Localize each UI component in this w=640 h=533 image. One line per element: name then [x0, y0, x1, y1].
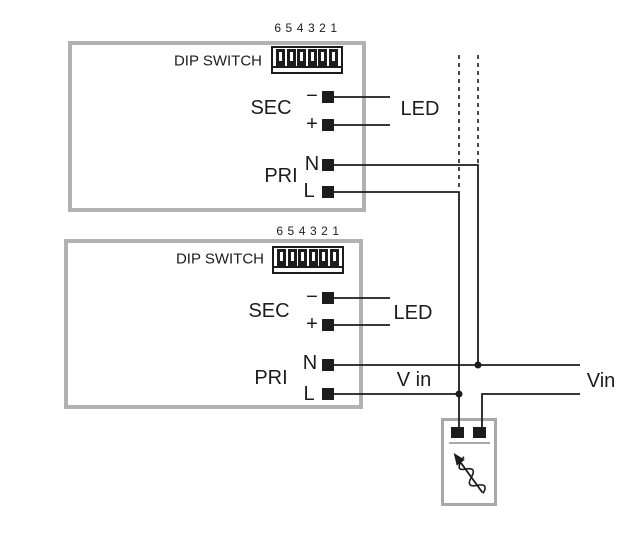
terminal-sec-plus: [322, 319, 334, 331]
terminal-sec-plus: [322, 119, 334, 131]
terminal-pri-n: [322, 359, 334, 371]
dip-levers: [276, 49, 338, 66]
plus-label: +: [306, 113, 318, 135]
minus-label: −: [306, 85, 318, 107]
dip-switch-graphic: [272, 246, 344, 274]
junction-dot-line: [455, 390, 463, 398]
dip-lever: [277, 249, 286, 266]
neutral-label: N: [302, 352, 318, 374]
dip-lever-slot: [332, 252, 336, 261]
vin-inline-label: V in: [396, 369, 432, 391]
dip-levers: [277, 249, 339, 266]
dip-lever: [276, 49, 285, 66]
dip-switch-graphic: [271, 46, 343, 74]
dimmer-terminal-right: [473, 427, 486, 438]
dip-lever-slot: [321, 52, 325, 61]
dip-lever: [328, 49, 338, 66]
dip-lever-slot: [311, 252, 315, 261]
dip-lever-slot: [331, 52, 335, 61]
dip-lever: [308, 249, 318, 266]
dip-lever-slot: [279, 52, 282, 61]
dip-switch-base: [273, 66, 341, 68]
dimmer-terminal-left: [451, 427, 464, 438]
dip-switch-label: DIP SWITCH: [175, 250, 264, 268]
dip-lever-slot: [289, 52, 293, 61]
dip-position-numbers: 6 5 4 3 2 1: [274, 21, 338, 35]
vin-label: Vin: [586, 370, 616, 392]
dip-lever-slot: [280, 252, 283, 261]
plus-label: +: [306, 313, 318, 335]
terminal-sec-minus: [322, 91, 334, 103]
dimmer-box: [441, 418, 497, 506]
dip-lever: [319, 249, 329, 266]
sec-label: SEC: [250, 97, 292, 119]
phase-dimmer-symbol-icon: [453, 452, 486, 494]
dip-lever: [307, 49, 317, 66]
dip-lever-slot: [300, 52, 304, 61]
pri-label: PRI: [254, 367, 288, 389]
dip-lever: [287, 249, 297, 266]
line-label: L: [303, 383, 315, 405]
led-label: LED: [400, 98, 440, 120]
dip-lever-slot: [310, 52, 314, 61]
dip-lever: [297, 49, 307, 66]
dip-lever-slot: [290, 252, 294, 261]
dip-lever: [286, 49, 296, 66]
dip-position-numbers: 6 5 4 3 2 1: [276, 224, 340, 238]
dip-switch-label: DIP SWITCH: [173, 52, 262, 70]
led-label: LED: [393, 302, 433, 324]
dip-lever: [298, 249, 308, 266]
line-label: L: [303, 180, 315, 202]
sec-label: SEC: [248, 300, 290, 322]
terminal-pri-l: [322, 186, 334, 198]
dip-lever-slot: [322, 252, 326, 261]
terminal-pri-n: [322, 159, 334, 171]
dimmer-separator-line: [449, 442, 490, 444]
dip-lever: [329, 249, 339, 266]
arrowhead-icon: [453, 452, 465, 466]
minus-label: −: [306, 286, 318, 308]
dip-switch-base: [274, 266, 342, 268]
neutral-label: N: [304, 153, 320, 175]
terminal-pri-l: [322, 388, 334, 400]
pri-label: PRI: [264, 165, 298, 187]
terminal-sec-minus: [322, 292, 334, 304]
junction-dot-neutral: [474, 361, 482, 369]
dip-lever: [318, 49, 328, 66]
dip-lever-slot: [301, 252, 305, 261]
